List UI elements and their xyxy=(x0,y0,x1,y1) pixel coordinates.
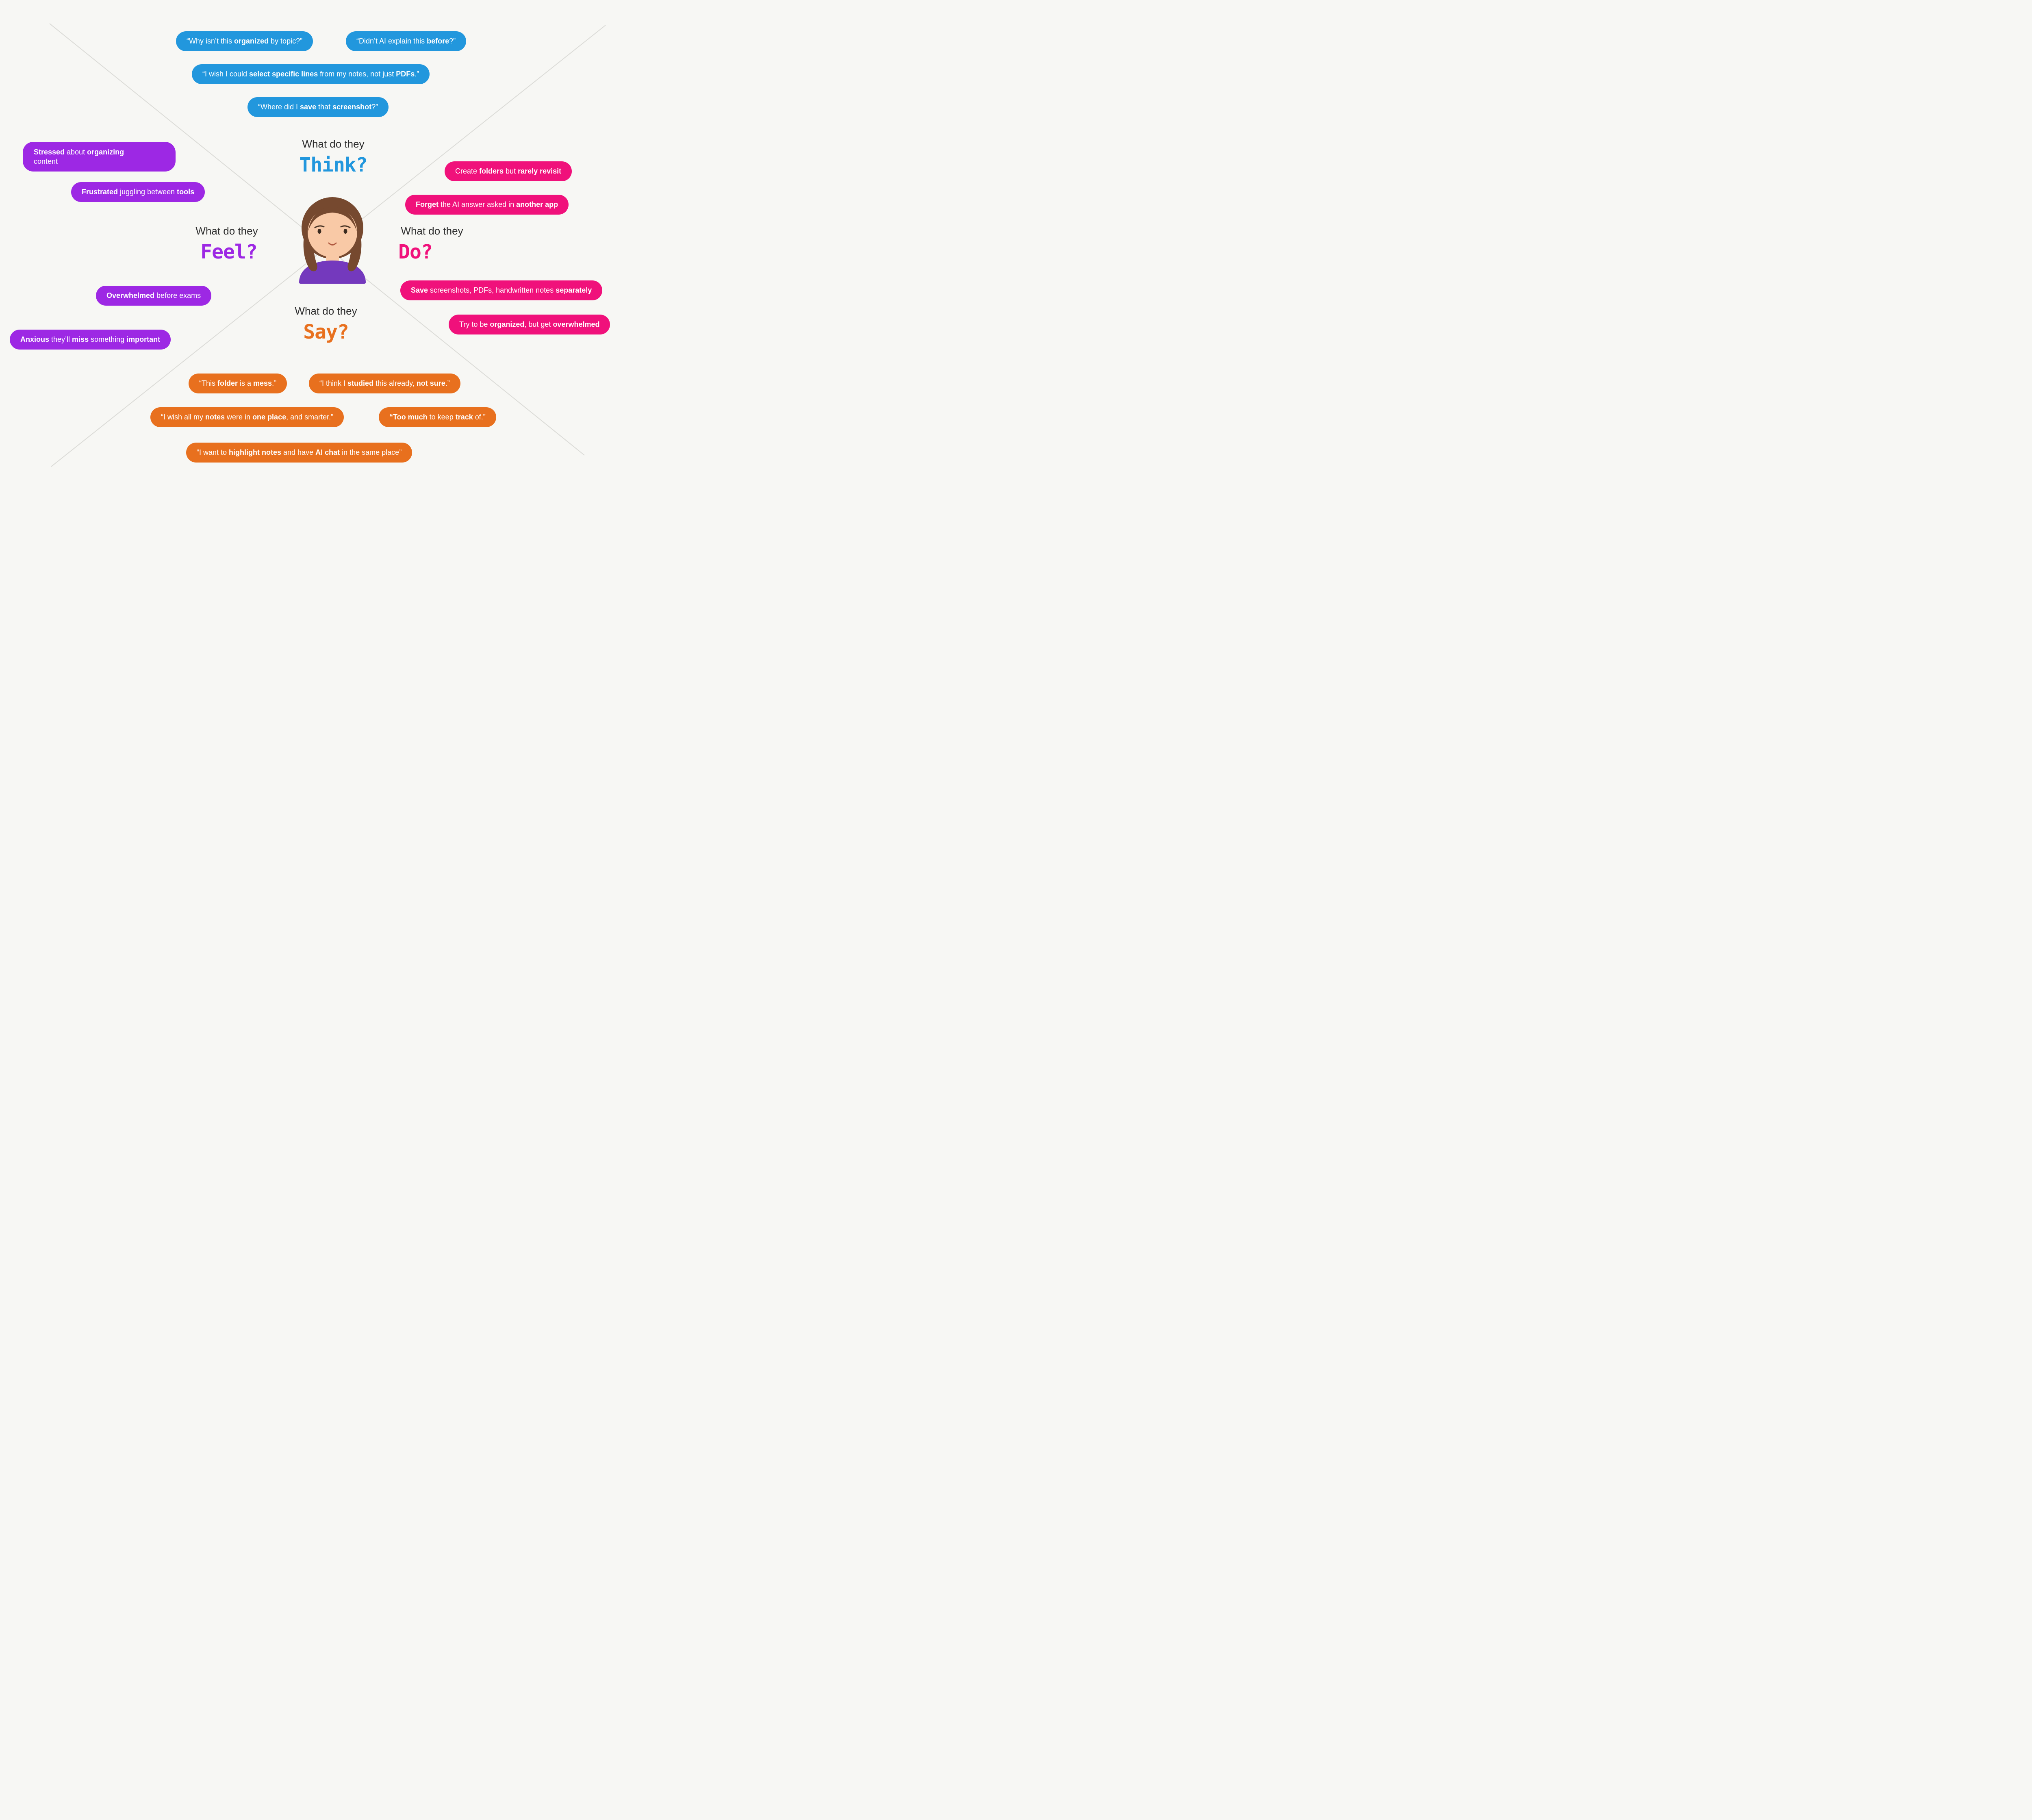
persona-eye-right xyxy=(343,229,347,234)
do-pill-4: Try to be organized, but get overwhelmed xyxy=(449,315,610,334)
persona-fringe-left xyxy=(308,207,332,231)
persona-smile xyxy=(328,242,337,245)
say-pill-5: “I want to highlight notes and have AI c… xyxy=(186,443,412,463)
persona-face xyxy=(308,208,357,257)
persona-brow-left xyxy=(314,225,325,228)
think-label: What do they xyxy=(302,138,365,150)
think-heading: Think? xyxy=(299,154,367,176)
say-pill-2: “I think I studied this already, not sur… xyxy=(309,374,460,393)
say-label: What do they xyxy=(295,305,357,317)
persona-eye-left xyxy=(317,229,321,234)
think-pill-3: “I wish I could select specific lines fr… xyxy=(192,64,430,84)
say-pill-3: “I wish all my notes were in one place, … xyxy=(150,407,344,427)
persona-illustration xyxy=(299,197,366,284)
think-pill-1: “Why isn’t this organized by topic?” xyxy=(176,31,313,51)
say-pill-4: “Too much to keep track of.” xyxy=(379,407,496,427)
feel-pill-2: Frustrated juggling between tools xyxy=(71,182,205,202)
think-pill-2: “Didn’t AI explain this before?” xyxy=(346,31,467,51)
do-pill-1: Create folders but rarely revisit xyxy=(445,161,572,181)
feel-label: What do they xyxy=(195,225,258,237)
feel-pill-3: Overwhelmed before exams xyxy=(96,286,212,306)
say-pill-1: “This folder is a mess.” xyxy=(189,374,287,393)
think-pill-4: “Where did I save that screenshot?” xyxy=(247,97,389,117)
feel-heading: Feel? xyxy=(200,241,257,263)
persona-fringe-right xyxy=(332,207,357,231)
persona-brow-right xyxy=(340,225,351,228)
do-pill-3: Save screenshots, PDFs, handwritten note… xyxy=(400,280,603,300)
do-heading: Do? xyxy=(398,241,433,263)
do-label: What do they xyxy=(401,225,463,237)
feel-pill-4: Anxious they’ll miss something important xyxy=(10,330,171,350)
empathy-map-canvas: What do they Think? “Why isn’t this orga… xyxy=(0,0,624,485)
say-heading: Say? xyxy=(303,321,349,343)
do-pill-2: Forget the AI answer asked in another ap… xyxy=(405,195,569,215)
feel-pill-1: Stressed about organizing content xyxy=(23,142,176,172)
